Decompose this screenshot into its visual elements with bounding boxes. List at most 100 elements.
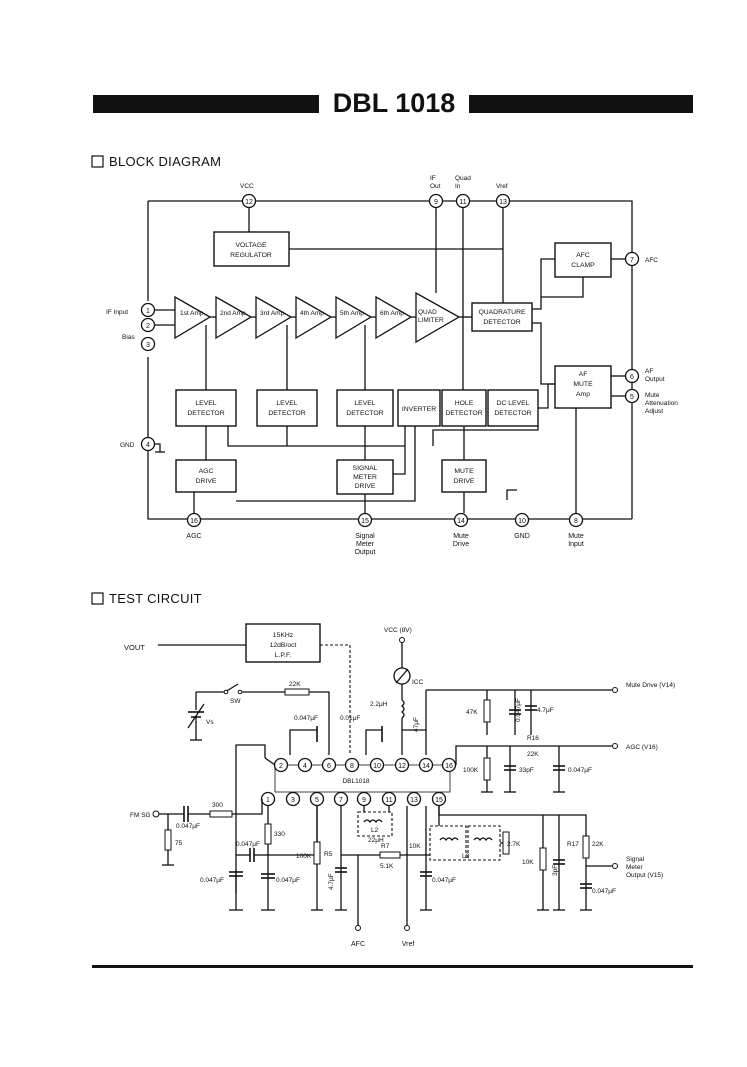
- signal-meter-out-3: Output (V15): [626, 872, 663, 879]
- amp-3: [255, 295, 293, 340]
- agc-bottom-label: AGC: [186, 533, 201, 540]
- dc-to-afamp: [538, 383, 555, 409]
- l22u-label: 22μH: [368, 837, 384, 844]
- gnd-bottom-label: GND: [514, 533, 530, 540]
- r300-to-pin1: [232, 799, 263, 815]
- signal-meter-drive-text-3: DRIVE: [355, 483, 376, 490]
- signal-meter-drive-text-1: SIGNAL: [353, 465, 378, 472]
- l2-label: L2: [371, 827, 379, 834]
- r22kb-label: 22K: [527, 751, 539, 758]
- icc-meter-slash: [395, 668, 409, 684]
- vs-label: Vs: [206, 719, 214, 726]
- tc-pin-10-label: 10: [373, 763, 381, 770]
- vout-label: VOUT: [124, 643, 145, 652]
- l3-coil-b: [473, 837, 493, 842]
- c0047g-label: 0.047μF: [432, 877, 456, 884]
- pin-3-bd-label: 3: [146, 342, 150, 349]
- quad-limiter-text-1: QUAD: [418, 309, 437, 316]
- tc-pin-8: [344, 757, 360, 773]
- chip-pins-bottom: 1 3 5 7 9 11 13 15: [260, 791, 447, 807]
- r16-label: R16: [527, 735, 539, 742]
- mute-drive-terminal: [612, 687, 618, 693]
- l3-shield-a: [429, 825, 467, 861]
- meter-terminal: [612, 863, 618, 869]
- r300-label: 300: [212, 802, 223, 809]
- pin-14-bd-label: 14: [457, 518, 465, 525]
- hole-detector-text-2: DETECTOR: [445, 410, 482, 417]
- frame-top-right: [148, 200, 633, 519]
- af-mute-amp-text-3: Amp: [576, 391, 590, 398]
- agc-drive-block: [175, 459, 237, 493]
- r100k-mid-label: 100K: [296, 853, 312, 860]
- tc-pin-5: [309, 791, 325, 807]
- vcc-terminal: [399, 637, 405, 643]
- dc-level-detector-text-2: DETECTOR: [494, 410, 531, 417]
- tc-pin-4-label: 4: [303, 763, 307, 770]
- mute-att-label-1: Mute: [645, 392, 660, 399]
- pin-13-label: 13: [499, 199, 507, 206]
- left-bus: [235, 744, 266, 893]
- pin-14-bd: [453, 512, 469, 528]
- level-detector-3-text-2: DETECTOR: [346, 410, 383, 417]
- signal-meter-output-2: Meter: [356, 541, 375, 548]
- pin-6-bd: [624, 368, 640, 384]
- quad-in-label-2: In: [455, 183, 461, 190]
- mute-drive-bottom-2: Drive: [453, 541, 469, 548]
- section-checkbox-block: [91, 155, 104, 168]
- frame-bottom: [147, 357, 632, 520]
- mute-drive-text-2: DRIVE: [454, 478, 475, 485]
- r330: [264, 823, 272, 845]
- vcc-label: VCC: [240, 183, 254, 190]
- afc-clamp-text-1: AFC: [576, 252, 590, 259]
- lpf-text-2: 12dB/oct: [270, 642, 297, 649]
- pin-2-bd: [140, 317, 156, 333]
- mute-att-label-2: Attenuation: [645, 400, 678, 407]
- amp-4: [295, 295, 333, 340]
- clamp-feedback: [541, 277, 584, 298]
- c0047d-label: 0.047μF: [236, 841, 260, 848]
- mute-input-2: Input: [568, 541, 584, 548]
- if-out-label-1: IF: [430, 175, 436, 182]
- tc-pin-10: [369, 757, 385, 773]
- afc-bottom-label: AFC: [351, 941, 365, 948]
- bias-label: Bias: [122, 334, 135, 341]
- l2-shield: [357, 811, 393, 837]
- gnd-stub: [155, 443, 161, 452]
- left-bus-link: [264, 757, 276, 766]
- sw-contact-1: [223, 689, 229, 695]
- tc-pin-13: [406, 791, 422, 807]
- pin-8-bd: [568, 512, 584, 528]
- afc-terminal: [355, 925, 361, 931]
- c47ub-label: 4.7μF: [537, 707, 554, 714]
- c47u-label: 47μF: [413, 717, 420, 732]
- c0047h-label: 0.047μF: [592, 888, 616, 895]
- r5: [313, 841, 321, 865]
- sw-label: SW: [230, 698, 241, 705]
- l22-inductor: [400, 699, 405, 719]
- pin-15-bd: [357, 512, 373, 528]
- gnd-label-left: GND: [120, 442, 135, 449]
- c3p-label: 3pF: [552, 865, 559, 876]
- r7-label: R7: [381, 843, 390, 850]
- tc-pin-9: [356, 791, 372, 807]
- tc-pin-12: [394, 757, 410, 773]
- af-output-label-2: Output: [645, 376, 665, 383]
- pin-5-bd-label: 5: [630, 394, 634, 401]
- amp-6: [375, 295, 413, 340]
- signal-meter-drive-block: [336, 459, 394, 495]
- amp-1-label: 1st Amp: [180, 310, 204, 317]
- dc-level-detector-text-1: DC LEVEL: [497, 400, 530, 407]
- r22k-top-label: 22K: [289, 681, 301, 688]
- lpf-text-1: 15KHz: [273, 632, 294, 639]
- tc-pin-2-label: 2: [279, 763, 283, 770]
- tc-pin-8-label: 8: [350, 763, 354, 770]
- tc-pin-5-label: 5: [315, 797, 319, 804]
- level-detector-2-text-1: LEVEL: [276, 400, 297, 407]
- af-mute-amp-text-2: MUTE: [573, 381, 593, 388]
- tc-pin-14: [418, 757, 434, 773]
- agc-terminal: [612, 743, 618, 749]
- pin-1-bd: [140, 302, 156, 318]
- level-detector-1-text-1: LEVEL: [195, 400, 216, 407]
- tc-pin-12-label: 12: [398, 763, 406, 770]
